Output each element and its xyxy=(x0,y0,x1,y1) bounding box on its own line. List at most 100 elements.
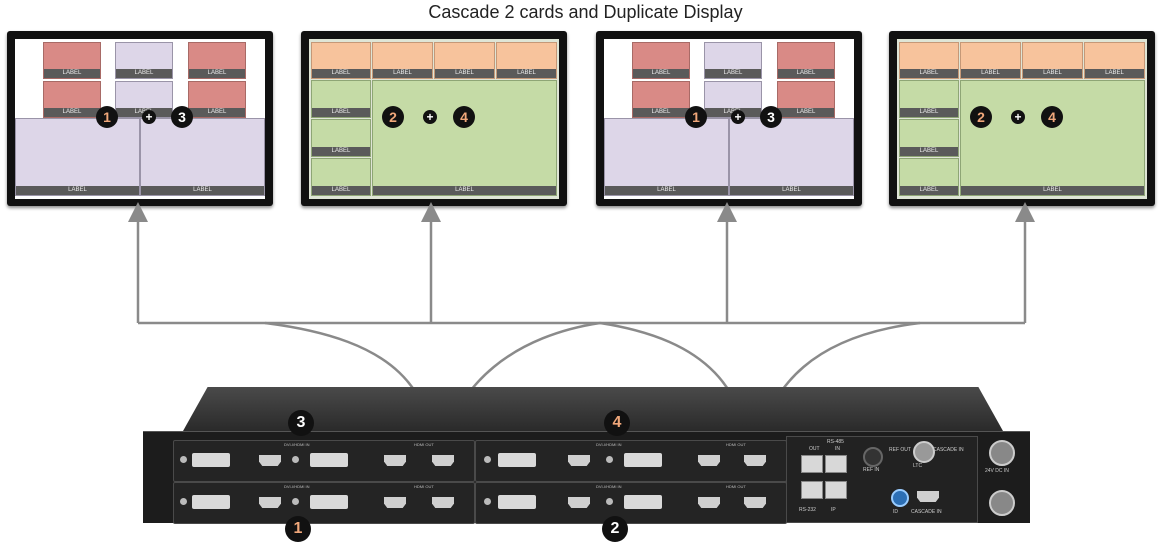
hdmi-port xyxy=(259,455,281,466)
window: LABEL xyxy=(311,158,371,196)
screw xyxy=(484,456,491,463)
input-card-4: DVI-I/HDMI IN HDMI OUT xyxy=(475,440,787,482)
dvi-port xyxy=(624,453,662,467)
window-label: LABEL xyxy=(1023,69,1082,78)
port-label: LTC xyxy=(913,463,923,469)
window: LABEL xyxy=(43,81,101,118)
card-badge: 2 xyxy=(602,516,628,542)
hdmi-port xyxy=(698,455,720,466)
window: LABEL xyxy=(960,42,1021,79)
source-badge: 2 xyxy=(382,106,404,128)
window-label: LABEL xyxy=(44,108,100,117)
monitor-1: LABEL LABEL LABEL LABEL LABEL LABEL LABE… xyxy=(7,31,273,206)
hdmi-out-port xyxy=(432,497,454,508)
input-card-2: DVI-I/HDMI IN HDMI OUT xyxy=(475,482,787,524)
window: LABEL xyxy=(434,42,495,79)
control-panel: RS-485 OUT IN RS-232 IP REF IN REF OUT L… xyxy=(786,436,978,523)
source-badge: 1 xyxy=(685,106,707,128)
card-input-label: DVI-I/HDMI IN xyxy=(284,484,310,489)
window: LABEL xyxy=(899,119,959,157)
source-badge: 3 xyxy=(760,106,782,128)
window-label: LABEL xyxy=(44,69,100,78)
monitor-3: LABEL LABEL LABEL LABEL LABEL LABEL LABE… xyxy=(596,31,862,206)
window-label: LABEL xyxy=(373,69,432,78)
monitor-4: LABEL LABEL LABEL LABEL LABEL LABEL LABE… xyxy=(889,31,1155,206)
card-input-label: DVI-I/HDMI IN xyxy=(284,442,310,447)
port-label: REF IN xyxy=(863,467,880,473)
source-badge: 2 xyxy=(970,106,992,128)
window-label: LABEL xyxy=(16,186,139,195)
hdmi-out-port xyxy=(432,455,454,466)
screw xyxy=(606,456,613,463)
plus-icon: + xyxy=(1011,110,1025,124)
port-label: REF OUT xyxy=(889,447,911,453)
source-badge: 4 xyxy=(453,106,475,128)
id-dial xyxy=(891,489,909,507)
processor-chassis: DVI-I/HDMI IN HDMI OUT DVI-I/HDMI IN HDM… xyxy=(143,387,1030,524)
window-label: LABEL xyxy=(900,147,958,156)
port-label: IP xyxy=(831,507,836,513)
window: LABEL xyxy=(777,81,835,118)
window-label: LABEL xyxy=(312,186,370,195)
window-label: LABEL xyxy=(633,69,689,78)
card-badge: 3 xyxy=(288,410,314,436)
monitor-2: LABEL LABEL LABEL LABEL LABEL LABEL LABE… xyxy=(301,31,567,206)
window: LABEL xyxy=(188,42,246,79)
rj45-port xyxy=(801,481,823,499)
dvi-port xyxy=(498,495,536,509)
card-input-label: DVI-I/HDMI IN xyxy=(596,442,622,447)
monitor-screen: LABEL LABEL LABEL LABEL LABEL LABEL LABE… xyxy=(309,39,559,199)
window: LABEL xyxy=(729,118,854,196)
window: LABEL xyxy=(777,42,835,79)
monitor-screen: LABEL LABEL LABEL LABEL LABEL LABEL LABE… xyxy=(604,39,854,199)
plus-icon: + xyxy=(423,110,437,124)
screw xyxy=(292,498,299,505)
power-connector xyxy=(989,440,1015,466)
card-badge: 1 xyxy=(285,516,311,542)
window: LABEL xyxy=(43,42,101,79)
hdmi-out-port xyxy=(744,455,766,466)
window-label: LABEL xyxy=(778,108,834,117)
window: LABEL xyxy=(115,42,173,79)
bnc-connector xyxy=(913,441,935,463)
plus-icon: + xyxy=(142,110,156,124)
window-label: LABEL xyxy=(497,69,556,78)
window: LABEL xyxy=(604,118,729,196)
dvi-port xyxy=(498,453,536,467)
dvi-port xyxy=(310,453,348,467)
window: LABEL xyxy=(1022,42,1083,79)
input-card-3: DVI-I/HDMI IN HDMI OUT xyxy=(173,440,475,482)
hdmi-port xyxy=(568,497,590,508)
window-label: LABEL xyxy=(605,186,728,195)
card-badge: 4 xyxy=(604,410,630,436)
window-label: LABEL xyxy=(189,69,245,78)
window-label: LABEL xyxy=(141,186,264,195)
window: LABEL xyxy=(311,42,371,79)
window-label: LABEL xyxy=(1085,69,1144,78)
hdmi-port xyxy=(384,455,406,466)
window: LABEL xyxy=(188,81,246,118)
window-label: LABEL xyxy=(778,69,834,78)
port-label: IN xyxy=(835,446,840,452)
chassis-rear-panel: DVI-I/HDMI IN HDMI OUT DVI-I/HDMI IN HDM… xyxy=(143,431,1030,524)
window: LABEL xyxy=(899,158,959,196)
window: LABEL xyxy=(1084,42,1145,79)
card-output-label: HDMI OUT xyxy=(414,442,434,447)
diagram-title: Cascade 2 cards and Duplicate Display xyxy=(428,2,743,22)
window: LABEL xyxy=(632,42,690,79)
window-label: LABEL xyxy=(312,147,370,156)
window: LABEL xyxy=(899,42,959,79)
card-output-label: HDMI OUT xyxy=(726,442,746,447)
rj45-port xyxy=(825,481,847,499)
window: LABEL xyxy=(15,118,140,196)
chassis-top xyxy=(183,387,1003,431)
port-label: CASCADE IN xyxy=(911,509,942,515)
monitor-screen: LABEL LABEL LABEL LABEL LABEL LABEL LABE… xyxy=(15,39,265,199)
window: LABEL xyxy=(899,80,959,118)
window-label: LABEL xyxy=(116,69,172,78)
window-label: LABEL xyxy=(961,69,1020,78)
power-connector xyxy=(989,490,1015,516)
port-label: OUT xyxy=(809,446,820,452)
window-label: LABEL xyxy=(705,69,761,78)
